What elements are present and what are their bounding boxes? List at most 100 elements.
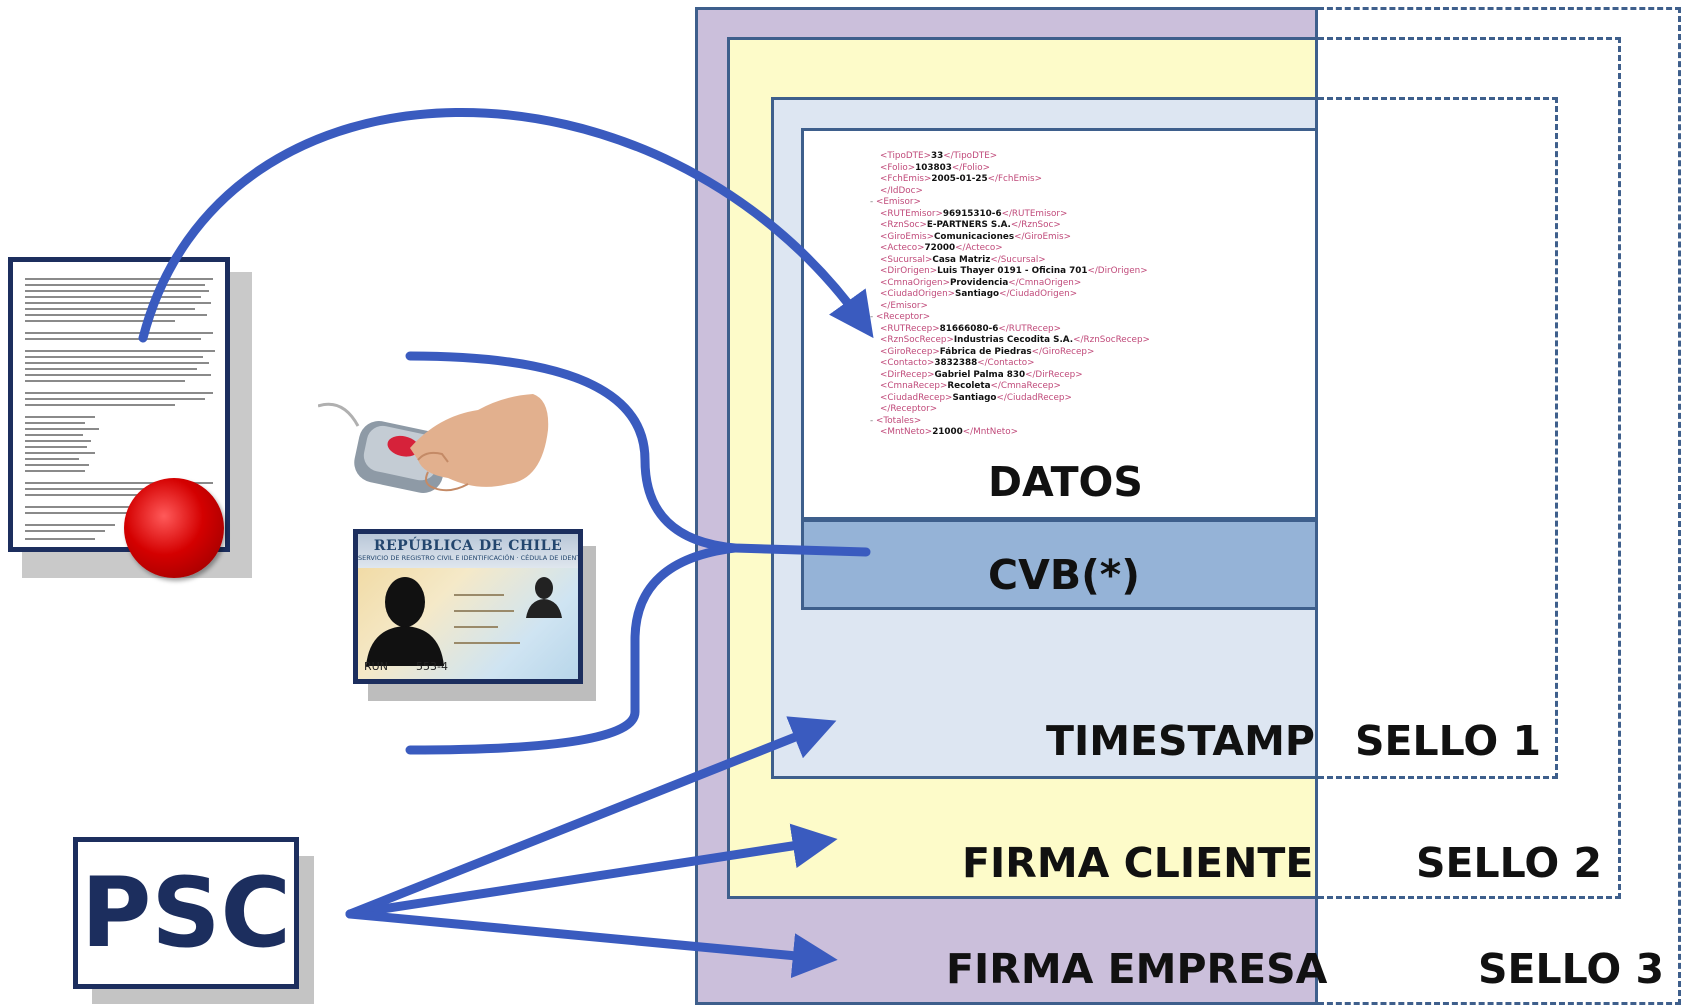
xml-close: </Contacto>: [977, 358, 1035, 368]
seal-2-outline: [1318, 37, 1621, 899]
xml-data-listing: <TipoDTE>33</TipoDTE><Folio>103803</Foli…: [870, 151, 1300, 439]
xml-open: <TipoDTE>: [880, 151, 931, 161]
document-text-line: [25, 428, 99, 430]
xml-value: Fábrica de Piedras: [939, 346, 1032, 357]
xml-line: - <Receptor>: [870, 312, 1300, 324]
document-text-line: [25, 524, 115, 526]
xml-value: Recoleta: [947, 381, 991, 391]
xml-value: Industrias Cecodita S.A.: [953, 335, 1074, 345]
xml-line: </Emisor>: [870, 301, 1300, 313]
document-text-line: [25, 380, 185, 382]
xml-line: <RznSoc>E-PARTNERS S.A.</RznSoc>: [870, 220, 1300, 232]
document-text-line: [25, 368, 197, 370]
xml-line: <MntNeto>21000</MntNeto>: [870, 427, 1300, 439]
xml-line: <CiudadRecep>Santiago</CiudadRecep>: [870, 393, 1300, 405]
xml-value: 72000: [924, 243, 956, 253]
xml-close: </CmnaRecep>: [990, 381, 1061, 391]
id-card-image: REPÚBLICA DE CHILE SERVICIO DE REGISTRO …: [353, 529, 583, 684]
xml-open: <GiroEmis>: [880, 231, 934, 242]
xml-open: </Receptor>: [880, 404, 938, 414]
xml-open: <RznSocRecep>: [880, 335, 954, 345]
xml-value: Providencia: [949, 277, 1009, 288]
label-cvb: CVB(*): [988, 551, 1140, 599]
xml-open: <RznSoc>: [880, 220, 927, 230]
xml-close: </DirOrigen>: [1087, 266, 1148, 276]
document-text-line: [25, 488, 201, 490]
xml-open: <RUTRecep>: [880, 323, 940, 334]
xml-line: <DirOrigen>Luis Thayer 0191 - Oficina 70…: [870, 266, 1300, 278]
xml-close: </FchEmis>: [987, 174, 1042, 184]
xml-value: 21000: [932, 427, 963, 437]
layer-cvb: [801, 519, 1318, 610]
xml-value: 3832388: [934, 358, 978, 368]
xml-close: </Folio>: [951, 162, 990, 173]
label-timestamp: TIMESTAMP: [1046, 717, 1315, 765]
xml-open: <DirOrigen>: [880, 266, 938, 276]
document-text-line: [25, 494, 209, 496]
psc-label: PSC: [81, 857, 291, 969]
psc-box: PSC: [73, 837, 299, 989]
xml-line: <Folio>103803</Folio>: [870, 163, 1300, 175]
xml-close: </RUTEmisor>: [1001, 208, 1068, 219]
document-text-line: [25, 314, 207, 316]
document-text-line: [25, 290, 209, 292]
document-text-line: [25, 284, 205, 286]
fingerprint-reader-icon: [318, 394, 549, 493]
label-firma-cliente: FIRMA CLIENTE: [962, 839, 1314, 887]
document-text-line: [25, 332, 213, 334]
xml-value: 96915310-6: [942, 208, 1002, 219]
xml-line: </Receptor>: [870, 404, 1300, 416]
xml-line: - <Totales>: [870, 416, 1300, 428]
xml-line: <CmnaRecep>Recoleta</CmnaRecep>: [870, 381, 1300, 393]
document-text-line: [25, 538, 95, 540]
xml-line: <CmnaOrigen>Providencia</CmnaOrigen>: [870, 278, 1300, 290]
xml-value: Luis Thayer 0191 - Oficina 701: [937, 266, 1088, 276]
document-text-line: [25, 296, 201, 298]
xml-line: <FchEmis>2005-01-25</FchEmis>: [870, 174, 1300, 186]
document-text-line: [25, 416, 95, 418]
id-card-subtitle: SERVICIO DE REGISTRO CIVIL E IDENTIFICAC…: [358, 554, 583, 562]
document-text-line: [25, 470, 85, 472]
xml-close: </CiudadRecep>: [996, 392, 1072, 403]
document-text-line: [25, 362, 209, 364]
seal-1-outline: [1318, 97, 1558, 779]
xml-close: </RUTRecep>: [998, 323, 1061, 334]
xml-value: 2005-01-25: [931, 174, 988, 184]
document-text-line: [25, 452, 95, 454]
document-text-line: [25, 422, 85, 424]
xml-open: <CiudadOrigen>: [880, 289, 956, 299]
xml-open: <Receptor>: [875, 312, 931, 322]
document-text-line: [25, 506, 145, 508]
xml-value: 81666080-6: [939, 323, 999, 334]
xml-value: Comunicaciones: [933, 231, 1015, 242]
id-card-small-portrait-icon: [526, 577, 562, 618]
document-text-line: [25, 338, 201, 340]
xml-close: </RznSoc>: [1010, 220, 1061, 230]
xml-line: <GiroEmis>Comunicaciones</GiroEmis>: [870, 232, 1300, 244]
xml-open: <Totales>: [875, 415, 922, 426]
document-text-line: [25, 530, 105, 532]
xml-open: <MntNeto>: [880, 427, 933, 437]
document-text-line: [25, 404, 175, 406]
xml-close: </CmnaOrigen>: [1008, 277, 1082, 288]
xml-line: <TipoDTE>33</TipoDTE>: [870, 151, 1300, 163]
xml-open: <Acteco>: [880, 243, 925, 253]
document-text-line: [25, 308, 195, 310]
xml-line: <GiroRecep>Fábrica de Piedras</GiroRecep…: [870, 347, 1300, 359]
document-text-line: [25, 440, 91, 442]
xml-value: Santiago: [952, 392, 997, 403]
xml-open: <Folio>: [880, 162, 916, 173]
document-text-line: [25, 350, 215, 352]
xml-dash: -: [870, 197, 876, 207]
xml-open: <RUTEmisor>: [880, 208, 943, 219]
document-text-line: [25, 356, 203, 358]
xml-open: <Sucursal>: [880, 254, 933, 265]
xml-line: <RUTEmisor>96915310-6</RUTEmisor>: [870, 209, 1300, 221]
xml-open: <CiudadRecep>: [880, 392, 953, 403]
xml-open: <Contacto>: [880, 358, 935, 368]
xml-open: </Emisor>: [880, 300, 928, 311]
document-text-line: [25, 434, 83, 436]
xml-value: Casa Matriz: [932, 254, 991, 265]
xml-line: <Sucursal>Casa Matriz</Sucursal>: [870, 255, 1300, 267]
xml-close: </GiroEmis>: [1014, 231, 1072, 242]
